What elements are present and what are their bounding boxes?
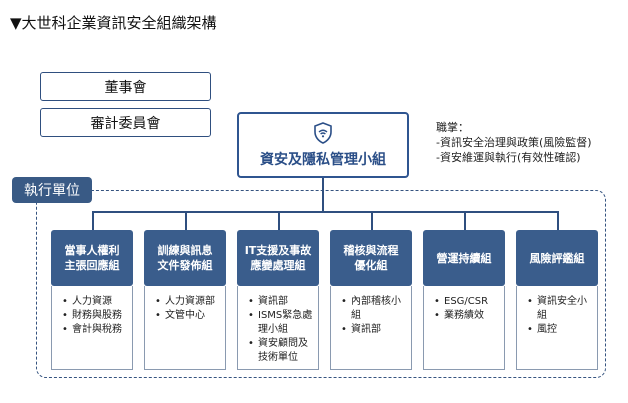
- group-header-risk: 風險評鑑組: [516, 230, 598, 286]
- group-members-audit: 內部稽核小組 資訊部: [330, 286, 412, 370]
- connector-line: [557, 211, 559, 230]
- audit-label: 審計委員會: [90, 115, 161, 132]
- list-item: 資訊安全小組: [527, 295, 593, 323]
- list-item: 內部稽核小組: [341, 295, 407, 323]
- list-item: 人力資源部: [155, 295, 221, 309]
- group-header-training: 訓練與訊息 文件發佈組: [144, 230, 226, 286]
- list-item: 資訊部: [341, 323, 407, 337]
- duties-item: -資安維運與執行(有效性確認): [436, 151, 581, 164]
- group-header-rights: 當事人權利 主張回應組: [51, 230, 133, 286]
- list-item: ISMS緊急處理小組: [248, 309, 314, 337]
- connector-line: [464, 211, 466, 230]
- security-privacy-committee-box: 資安及隱私管理小組: [237, 112, 409, 178]
- list-item: 資安顧問及技術單位: [248, 337, 314, 365]
- duties-heading: 職掌：: [436, 121, 469, 134]
- shield-wifi-icon: [314, 122, 332, 144]
- group-header-continuity: 營運持續組: [423, 230, 505, 286]
- list-item: 資訊部: [248, 295, 314, 309]
- page-title: ▼大世科企業資訊安全組織架構: [10, 14, 217, 32]
- list-item: 人力資源: [62, 295, 128, 309]
- connector-line: [278, 211, 280, 230]
- duties-item: -資訊安全治理與政策(風險監督): [436, 136, 592, 149]
- audit-committee-box: 審計委員會: [40, 108, 211, 137]
- board-label: 董事會: [104, 79, 147, 96]
- list-item: 文管中心: [155, 309, 221, 323]
- committee-label: 資安及隱私管理小組: [260, 152, 386, 168]
- board-of-directors-box: 董事會: [40, 72, 211, 101]
- list-item: 會計與稅務: [62, 323, 128, 337]
- exec-units-frame: [36, 190, 606, 378]
- list-item: 業務績效: [434, 309, 500, 323]
- group-members-risk: 資訊安全小組 風控: [516, 286, 598, 370]
- group-header-audit: 稽核與流程 優化組: [330, 230, 412, 286]
- connector-line: [322, 178, 324, 211]
- duties-text: 職掌： -資訊安全治理與政策(風險監督) -資安維運與執行(有效性確認): [436, 120, 592, 165]
- group-header-it-support: IT支援及事故 應變處理組: [237, 230, 319, 286]
- group-members-it-support: 資訊部 ISMS緊急處理小組 資安顧問及技術單位: [237, 286, 319, 370]
- connector-line: [185, 211, 187, 230]
- list-item: 風控: [527, 323, 593, 337]
- list-item: ESG/CSR: [434, 295, 500, 309]
- connector-line: [371, 211, 373, 230]
- exec-units-label: 執行單位: [12, 177, 92, 203]
- connector-line: [92, 211, 94, 230]
- group-members-continuity: ESG/CSR 業務績效: [423, 286, 505, 370]
- connector-line: [92, 211, 557, 213]
- group-members-training: 人力資源部 文管中心: [144, 286, 226, 370]
- list-item: 財務與股務: [62, 309, 128, 323]
- group-members-rights: 人力資源 財務與股務 會計與稅務: [51, 286, 133, 370]
